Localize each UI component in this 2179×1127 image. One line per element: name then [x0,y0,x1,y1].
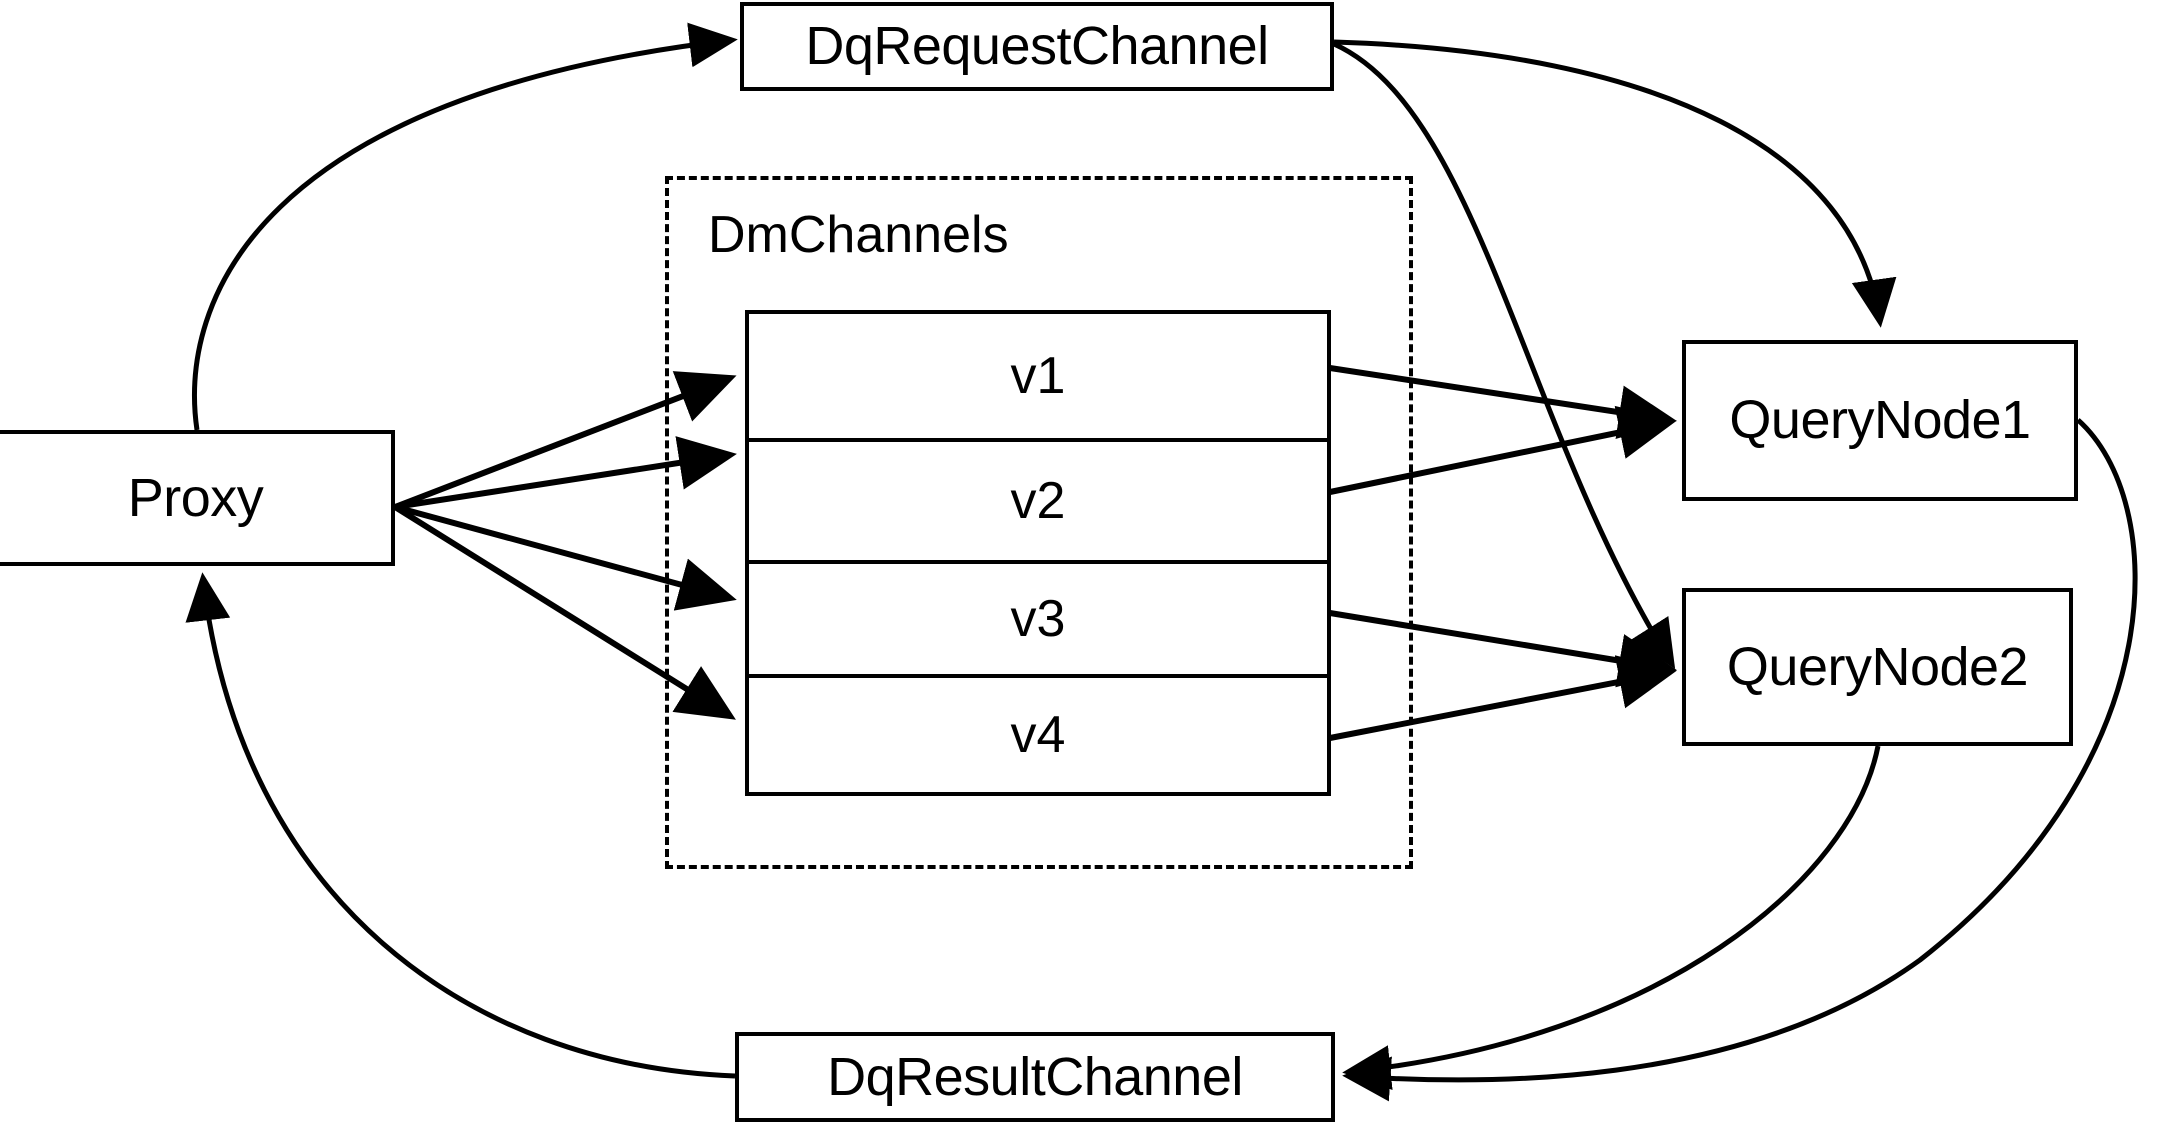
group-dm-channels-label: DmChannels [708,206,1009,264]
channel-row-label: v4 [1010,706,1066,764]
channel-stack: v1 v2 v3 v4 [745,310,1331,796]
group-dm-channels [665,176,1413,869]
node-dq-result-channel-label: DqResultChannel [827,1046,1243,1107]
node-query-node-2-label: QueryNode2 [1726,636,2029,697]
channel-row[interactable]: v2 [749,438,1327,560]
channel-row-label: v2 [1010,472,1066,530]
node-query-node-1-label: QueryNode1 [1729,390,2031,451]
channel-row-label: v3 [1010,590,1066,648]
node-proxy-label: Proxy [127,467,264,528]
node-query-node-2[interactable]: QueryNode2 [1682,588,2073,746]
channel-row[interactable]: v3 [749,560,1327,674]
channel-row[interactable]: v4 [749,674,1327,792]
edge-dq-request-channel-to-query-node-2 [1332,41,1676,669]
edge-v4-to-query-node-2 [1329,655,1677,741]
edge-proxy-to-v2 [394,436,737,510]
node-proxy[interactable]: Proxy [0,430,395,566]
channel-row[interactable]: v1 [749,314,1327,438]
node-dq-request-channel[interactable]: DqRequestChannel [740,2,1334,91]
edge-query-node-2-to-dq-result-channel [1342,745,1881,1091]
edge-v2-to-query-node-1 [1329,405,1677,495]
edge-dq-request-channel-to-query-node-1 [1333,39,1897,328]
edge-proxy-to-v3 [394,504,737,611]
edge-v1-to-query-node-1 [1329,365,1677,439]
node-query-node-1[interactable]: QueryNode1 [1682,340,2078,501]
edge-v3-to-query-node-2 [1329,610,1677,688]
node-dq-result-channel[interactable]: DqResultChannel [735,1032,1335,1122]
edge-proxy-to-v4 [393,504,736,720]
edge-proxy-to-dq-request-channel [192,22,738,431]
edge-query-node-1-to-dq-result-channel [1342,418,2138,1102]
edge-dq-result-channel-to-proxy [185,572,736,1079]
channel-row-label: v1 [1010,347,1066,405]
node-dq-request-channel-label: DqRequestChannel [805,16,1269,77]
edge-proxy-to-v1 [393,371,737,510]
